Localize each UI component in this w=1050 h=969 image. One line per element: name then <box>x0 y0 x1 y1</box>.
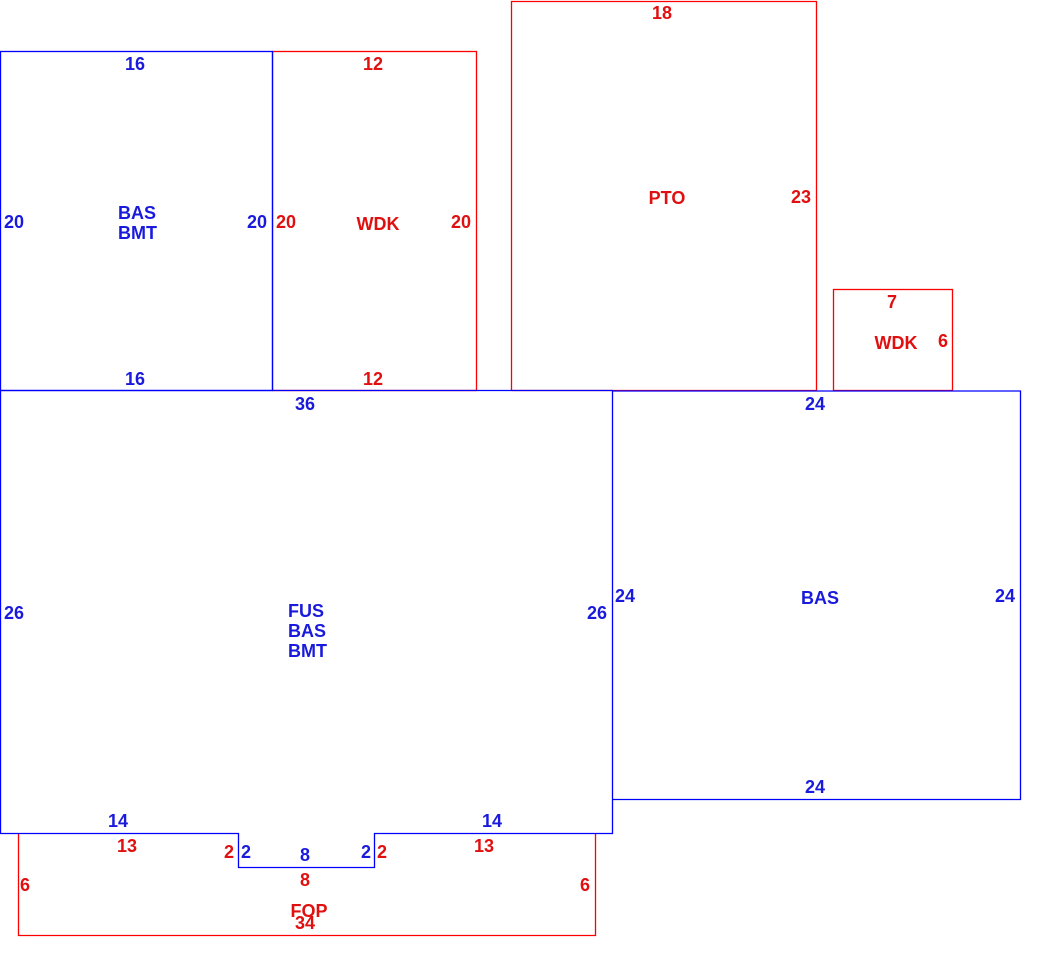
bas-right-left-dim: 24 <box>615 586 635 606</box>
bas-bmt-upper-right-dim: 20 <box>247 212 267 232</box>
fus-bottom-right-dim: 14 <box>482 811 502 831</box>
fus-name-3: BMT <box>288 641 327 661</box>
fop-right-dim: 6 <box>580 875 590 895</box>
fop-notch-right-dim: 2 <box>377 842 387 862</box>
fus-right-dim: 26 <box>587 603 607 623</box>
wdk-large-top-dim: 12 <box>363 54 383 74</box>
fus-bas-bmt-outline <box>0 389 614 869</box>
bas-right-right-dim: 24 <box>995 586 1015 606</box>
wdk-large-right-dim: 20 <box>451 212 471 232</box>
fus-notch-bottom-dim: 8 <box>300 845 310 865</box>
wdk-large-name: WDK <box>357 214 400 234</box>
wdk-large-left-dim: 20 <box>276 212 296 232</box>
wdk-small-top-dim: 7 <box>887 292 897 312</box>
bas-bmt-upper-left-dim: 20 <box>4 212 24 232</box>
fus-top-dim: 36 <box>295 394 315 414</box>
bas-bmt-upper-bottom-dim: 16 <box>125 369 145 389</box>
fop-notch-left-dim: 2 <box>224 842 234 862</box>
fus-notch-right-dim: 2 <box>361 842 371 862</box>
pto-right-dim: 23 <box>791 187 811 207</box>
wdk-large-bottom-dim: 12 <box>363 369 383 389</box>
fus-name-2: BAS <box>288 621 326 641</box>
fus-name-1: FUS <box>288 601 324 621</box>
fop-notch-top-dim: 8 <box>300 870 310 890</box>
bas-bmt-upper-name-1: BAS <box>118 203 156 223</box>
bas-bmt-upper-name-2: BMT <box>118 223 157 243</box>
fop-name: FOP <box>290 901 327 921</box>
fop-left-dim: 6 <box>20 875 30 895</box>
wdk-small-name: WDK <box>875 333 918 353</box>
fus-left-dim: 26 <box>4 603 24 623</box>
bas-right-outline <box>612 390 1022 801</box>
fop-outline <box>17 833 597 937</box>
pto-top-dim: 18 <box>652 3 672 23</box>
fop-top-right-dim: 13 <box>474 836 494 856</box>
fus-notch-left-dim: 2 <box>241 842 251 862</box>
bas-right-top-dim: 24 <box>805 394 825 414</box>
bas-right-name: BAS <box>801 588 839 608</box>
bas-bmt-upper-top-dim: 16 <box>125 54 145 74</box>
wdk-small-right-dim: 6 <box>938 331 948 351</box>
fop-top-left-dim: 13 <box>117 836 137 856</box>
fus-bottom-left-dim: 14 <box>108 811 128 831</box>
fop-bottom-dim: 34 <box>295 913 315 933</box>
pto-name: PTO <box>649 188 686 208</box>
bas-right-bottom-dim: 24 <box>805 777 825 797</box>
